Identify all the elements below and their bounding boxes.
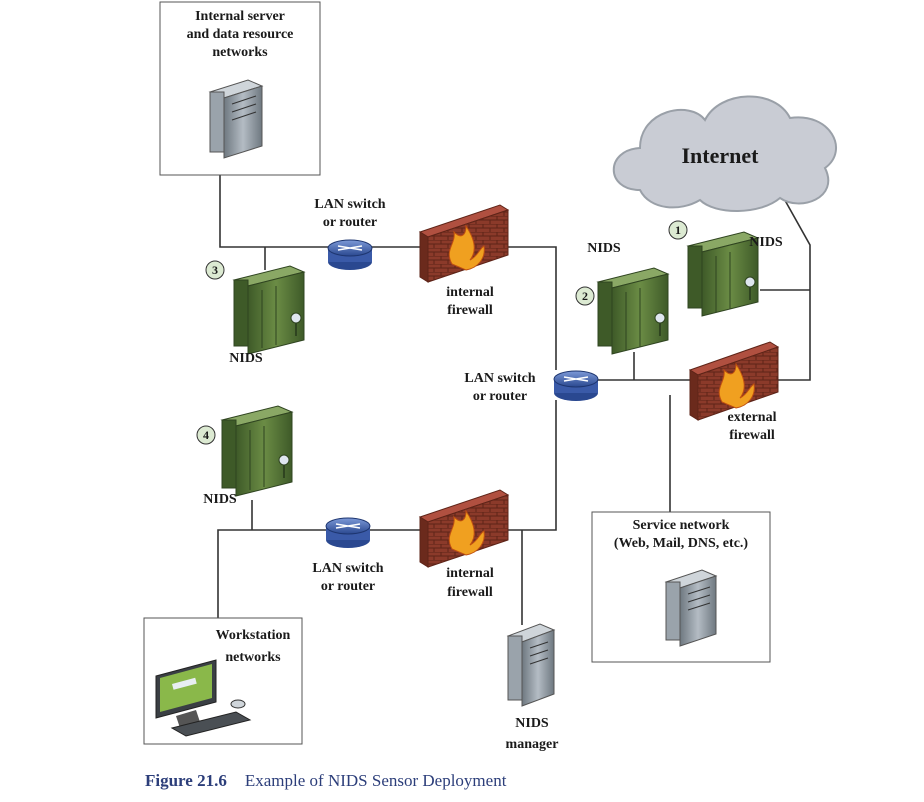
internet-label: Internet	[682, 143, 760, 168]
marker-1-label: 1	[675, 223, 681, 237]
marker-2-label: 2	[582, 289, 588, 303]
nids-sensor-1: 1 NIDS	[668, 220, 783, 317]
internal-firewall-top-label-1: internal	[446, 285, 494, 300]
magnifier-icon	[290, 312, 302, 324]
lan-switch-mid-label-2: or router	[473, 389, 527, 404]
nids-manager-label-1: NIDS	[515, 716, 549, 731]
internal-firewall-bottom: internal firewall	[418, 489, 510, 600]
lan-switch-top: LAN switch or router	[314, 197, 386, 270]
nids-2-label: NIDS	[587, 241, 621, 256]
workstation-network: Workstation networks	[143, 617, 303, 745]
workstation-icon	[155, 659, 252, 737]
figure-caption: Figure 21.6 Example of NIDS Sensor Deplo…	[145, 771, 507, 790]
nids-4-label: NIDS	[203, 492, 237, 507]
magnifier-icon	[278, 454, 290, 466]
service-network: Service network (Web, Mail, DNS, etc.)	[591, 511, 771, 663]
lan-switch-bottom: LAN switch or router	[312, 517, 384, 594]
server-icon	[208, 79, 264, 159]
caption-text: Example of NIDS Sensor Deployment	[245, 771, 507, 790]
marker-4-label: 4	[203, 428, 209, 442]
magnifier-icon	[744, 276, 756, 288]
nids-1-label: NIDS	[749, 235, 783, 250]
lan-switch-top-label-1: LAN switch	[314, 197, 385, 212]
internal-firewall-top-label-2: firewall	[447, 303, 493, 318]
lan-switch-bottom-label-1: LAN switch	[312, 561, 383, 576]
nids-sensor-3: 3 NIDS	[205, 260, 306, 366]
connection-lines	[217, 175, 811, 625]
lan-switch-bottom-label-2: or router	[321, 579, 375, 594]
nids-sensor-4: 4 NIDS	[196, 405, 294, 507]
nids-3-label: NIDS	[229, 351, 263, 366]
internal-server-network: Internal server and data resource networ…	[159, 1, 321, 176]
internal-firewall-top: internal firewall	[418, 204, 510, 318]
internet-cloud: Internet	[612, 95, 837, 212]
internal-firewall-bottom-label-1: internal	[446, 566, 494, 581]
marker-1	[668, 220, 688, 240]
nids-manager: NIDS manager	[506, 623, 559, 752]
workstation-label-1: Workstation	[216, 628, 291, 643]
server-icon	[664, 569, 718, 647]
external-firewall-label-2: firewall	[729, 428, 775, 443]
nids-manager-label-2: manager	[506, 737, 559, 752]
external-firewall: external firewall	[688, 341, 780, 443]
external-firewall-label-1: external	[728, 410, 777, 425]
internal-server-label-1: Internal server	[195, 9, 285, 24]
lan-switch-top-label-2: or router	[323, 215, 377, 230]
service-network-label-1: Service network	[633, 518, 730, 533]
service-network-label-2: (Web, Mail, DNS, etc.)	[614, 536, 748, 551]
marker-2	[575, 286, 595, 306]
magnifier-icon	[654, 312, 666, 324]
internal-server-label-3: networks	[212, 45, 268, 60]
marker-3	[205, 260, 225, 280]
nids-sensor-2: 2 NIDS	[575, 241, 670, 355]
caption-figure-number: Figure 21.6	[145, 771, 227, 790]
marker-3-label: 3	[212, 263, 218, 277]
lan-switch-mid-label-1: LAN switch	[464, 371, 535, 386]
marker-4	[196, 425, 216, 445]
workstation-label-2: networks	[225, 650, 281, 665]
internal-firewall-bottom-label-2: firewall	[447, 585, 493, 600]
lan-switch-mid: LAN switch or router	[464, 370, 599, 404]
internal-server-label-2: and data resource	[187, 27, 294, 42]
svg-text:Figure 21.6 Example of N: Figure 21.6 Example of NIDS Sensor Deplo…	[145, 771, 507, 790]
